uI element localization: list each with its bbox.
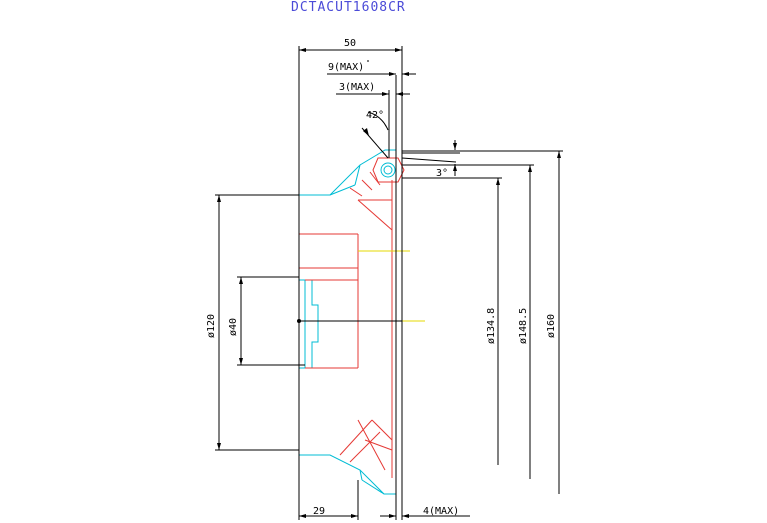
dim-3-max: 3(MAX) [339, 82, 375, 93]
dim-overall-width: 50 [344, 38, 356, 49]
dim-dia-160: ø160 [546, 314, 557, 338]
drawing-title: DCTACUT1608CR [291, 0, 406, 15]
dim-dia-40: ø40 [228, 318, 239, 336]
dim-9-max: 9(MAX) [328, 62, 364, 73]
dim-dia-134-8: ø134.8 [486, 308, 497, 344]
dim-bottom-29: 29 [313, 506, 325, 517]
dimension-lines [215, 46, 563, 520]
dim-angle-3: 3° [436, 168, 448, 179]
arrowheads [217, 48, 561, 518]
insert [372, 157, 405, 183]
dim-dia-148-5: ø148.5 [518, 308, 529, 344]
dim-dia-120: ø120 [206, 314, 217, 338]
dim-angle-42: 42° [366, 110, 384, 121]
part-outline [298, 149, 397, 495]
section-lines [299, 171, 393, 478]
dim-4-max: 4(MAX) [423, 506, 459, 517]
